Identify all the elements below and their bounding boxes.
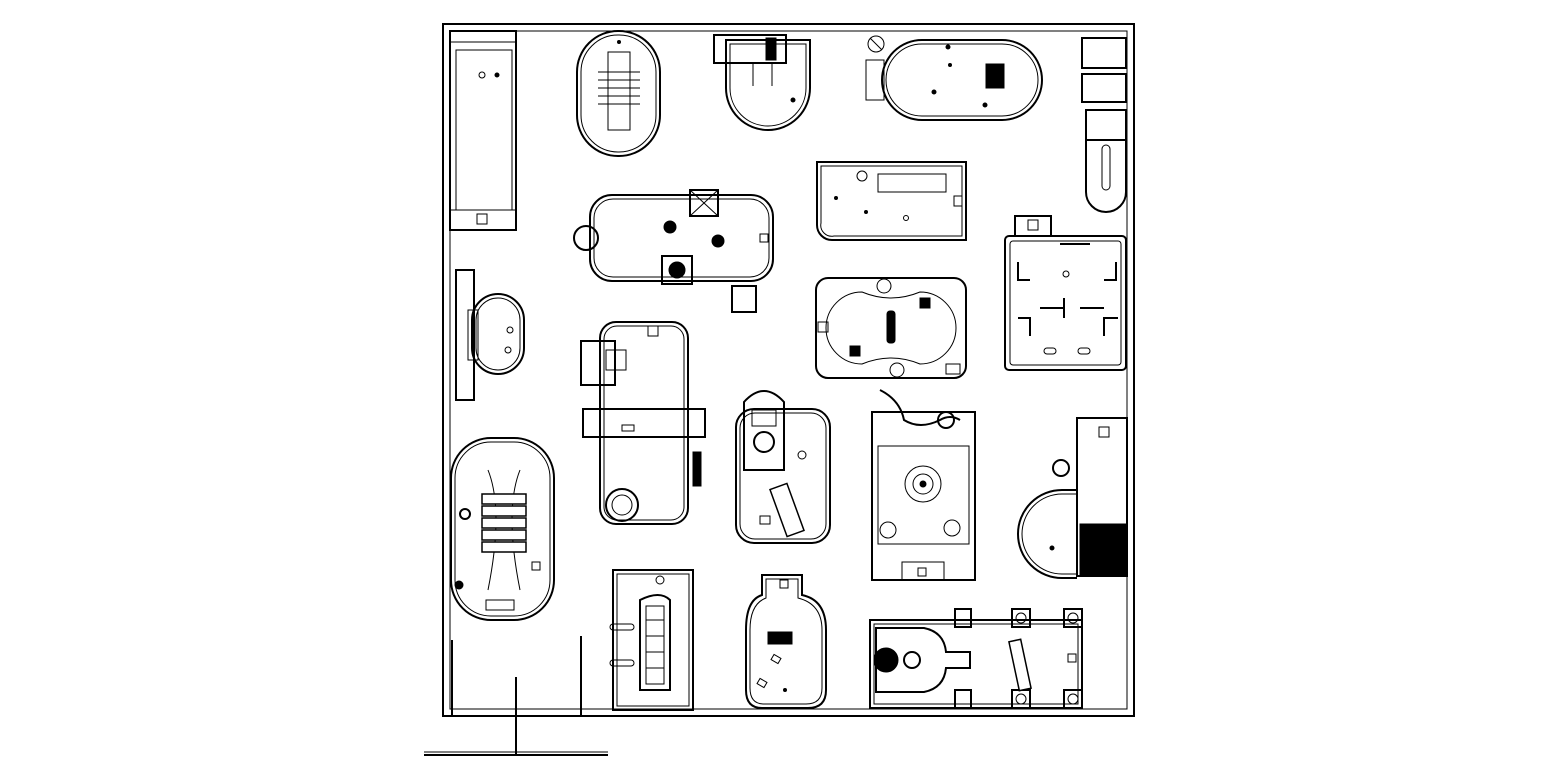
exhibit-dinosaur-room bbox=[871, 389, 976, 581]
exhibit-vertical-stadium bbox=[580, 321, 706, 525]
exhibit-small-oval-left bbox=[455, 269, 525, 401]
exhibit-right-half-stadium bbox=[1017, 417, 1128, 579]
exhibit-figure-eight bbox=[815, 277, 967, 379]
exhibit-top-right-stadium bbox=[865, 35, 1043, 121]
exhibit-robot bbox=[735, 390, 831, 544]
exhibit-bottle bbox=[745, 574, 827, 709]
exhibit-left-top bbox=[449, 30, 517, 231]
exhibit-maze bbox=[1004, 215, 1127, 371]
exhibit-oval-ladder bbox=[576, 30, 661, 157]
exhibit-right-column-top bbox=[1081, 37, 1127, 213]
exhibit-left-large-stadium bbox=[450, 437, 555, 621]
exhibit-bottom-stage bbox=[869, 608, 1083, 709]
entrance-marker bbox=[424, 636, 608, 756]
exhibit-top-u bbox=[713, 34, 811, 131]
exhibit-center-room bbox=[816, 161, 967, 241]
exhibit-bottom-slide bbox=[609, 569, 694, 711]
exhibit-center-stadium bbox=[573, 189, 774, 313]
